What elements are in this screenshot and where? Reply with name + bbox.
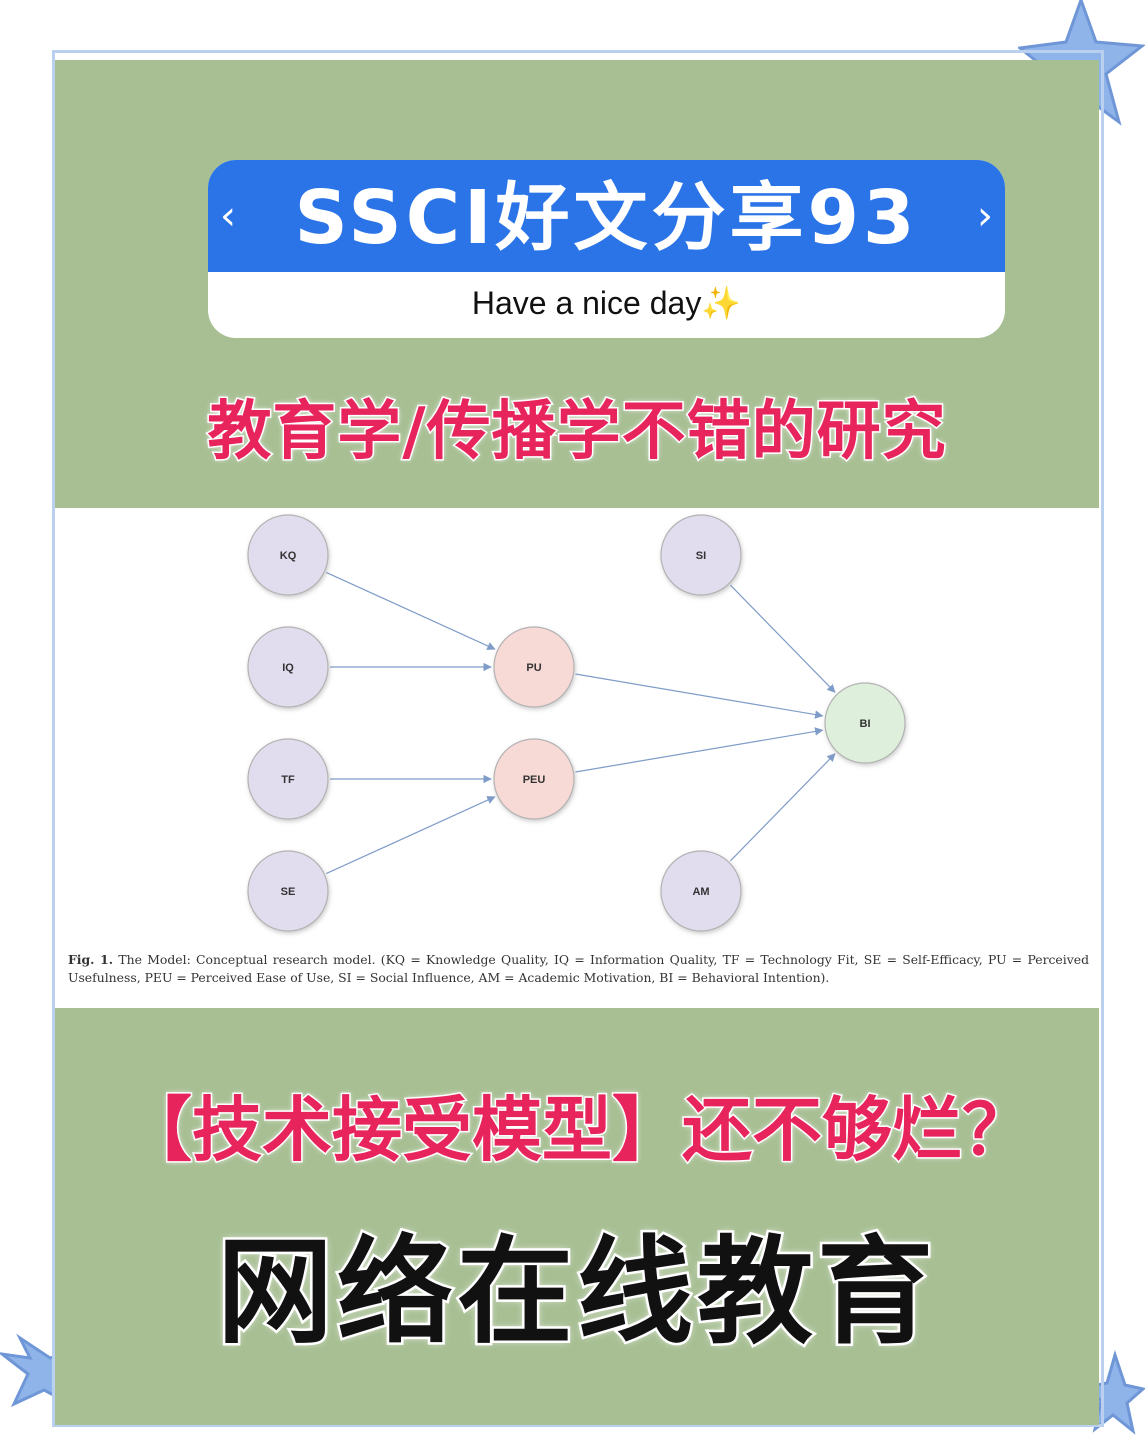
- banner-subtitle: Have a nice day✨: [208, 278, 1005, 328]
- node-pu: PU: [493, 626, 575, 708]
- title-banner: ‹ SSCI好文分享93 › Have a nice day✨: [208, 160, 1005, 338]
- node-circle: [247, 514, 329, 596]
- edge-si-to-bi: [729, 584, 836, 693]
- edge-pu-to-bi: [575, 673, 824, 719]
- page-frame: [52, 50, 1104, 1427]
- node-label: TF: [281, 774, 295, 786]
- banner-blue-band: [208, 160, 1005, 272]
- edge-kq-to-pu: [325, 571, 496, 650]
- node-circle: [660, 850, 742, 932]
- node-am: AM: [660, 850, 742, 932]
- node-circle: [247, 626, 329, 708]
- node-circle: [247, 850, 329, 932]
- node-tf: TF: [247, 738, 329, 820]
- figure-caption: Fig. 1. The Model: Conceptual research m…: [68, 951, 1089, 987]
- node-label: BI: [860, 718, 871, 730]
- node-label: SE: [281, 886, 296, 898]
- chevron-right-icon: ›: [977, 193, 993, 239]
- node-peu: PEU: [493, 738, 575, 820]
- sparkle-icon: ✨: [701, 285, 742, 321]
- node-circle: [824, 682, 906, 764]
- node-si: SI: [660, 514, 742, 596]
- node-label: PEU: [523, 774, 546, 786]
- node-se: SE: [247, 850, 329, 932]
- headline-bottom: 网络在线教育: [215, 1223, 937, 1363]
- research-model-figure: KQ IQ TF SE PU PEU SI AM BI Fig. 1. The Model: C…: [55, 508, 1099, 1008]
- caption-label: Fig. 1.: [68, 952, 114, 967]
- node-kq: KQ: [247, 514, 329, 596]
- caption-text: The Model: Conceptual research model. (K…: [68, 952, 1089, 985]
- node-label: AM: [692, 886, 709, 898]
- banner-title: SSCI好文分享93: [294, 175, 919, 261]
- edge-am-to-bi: [729, 753, 836, 862]
- headline-middle: 【技术接受模型】还不够烂？: [121, 1088, 1034, 1173]
- node-circle: [660, 514, 742, 596]
- node-iq: IQ: [247, 626, 329, 708]
- node-label: KQ: [280, 550, 297, 562]
- headline-top: 教育学/传播学不错的研究: [206, 394, 947, 471]
- node-circle: [493, 626, 575, 708]
- research-model-diagram: KQ IQ TF SE PU PEU SI AM BI: [247, 514, 906, 932]
- node-bi: BI: [824, 682, 906, 764]
- banner-subtitle-text: Have a nice day: [471, 285, 702, 321]
- node-label: PU: [526, 662, 541, 674]
- node-circle: [247, 738, 329, 820]
- node-label: SI: [696, 550, 706, 562]
- node-circle: [493, 738, 575, 820]
- node-label: IQ: [282, 662, 294, 674]
- edge-se-to-peu: [325, 796, 496, 875]
- chevron-left-icon: ‹: [220, 193, 236, 239]
- edge-peu-to-bi: [575, 727, 824, 773]
